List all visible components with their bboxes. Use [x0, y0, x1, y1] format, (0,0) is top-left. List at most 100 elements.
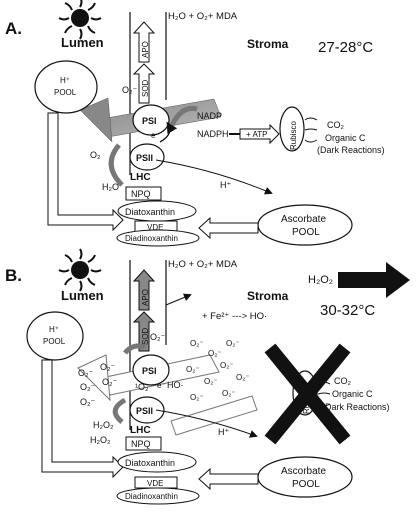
psi-ellipse	[132, 354, 170, 386]
proton-arrow	[155, 159, 273, 195]
superoxide-cluster: O₂⁻ O₂⁻ O₂⁻ O₂⁻ O₂⁻ O₂⁻ O₂⁻ O₂⁻ O₂⁻	[186, 339, 250, 402]
sod-label: SOD	[141, 327, 150, 345]
o2-minus-label: O₂⁻	[204, 377, 218, 386]
stroma-label: Stroma	[247, 37, 289, 51]
organic-c-label: Organic C	[325, 133, 366, 143]
npq-box	[125, 436, 162, 451]
nadp-arrow	[169, 105, 198, 127]
panel-b: B. Lumen H₂O + O₂+ MDA Stroma H₂O₂ 30-32…	[5, 248, 410, 505]
dark-reactions-label: (Dark Reactions)	[322, 402, 390, 412]
o2-minus-label: O₂⁻	[222, 389, 236, 398]
h-pool-label-1: H⁺	[49, 325, 59, 334]
light-beam-head	[77, 354, 111, 402]
organic-c-label: Organic C	[332, 389, 373, 399]
o2-minus-label: O₂⁻	[236, 373, 250, 382]
sod-arrow: SOD	[132, 311, 156, 352]
diadinoxanthin-label: Diadinoxanthin	[125, 234, 178, 243]
o2-minus-label: O₂⁻	[80, 397, 95, 407]
stroma-label: Stroma	[247, 289, 289, 303]
o2-minus-label: O₂⁻	[102, 377, 117, 387]
o2-minus-label: O₂⁻	[122, 85, 137, 95]
h-plus-label: H⁺	[218, 427, 229, 437]
apo-arrow: APO	[132, 21, 156, 63]
sod-label: SOD	[141, 79, 150, 97]
lhc-label: LHC	[130, 425, 151, 436]
diadinoxanthin-ellipse	[116, 487, 200, 505]
o2-label: O₂	[90, 150, 101, 160]
h2o2-big-arrow	[338, 262, 410, 298]
o2-minus-label: O₂⁻	[190, 393, 204, 402]
diadinoxanthin-label: Diadinoxanthin	[125, 492, 178, 501]
npq-label: NPQ	[131, 189, 151, 199]
o2-minus-label: O₂⁻	[226, 339, 240, 348]
light-beam-head	[79, 97, 113, 143]
ascorbate-arrow	[198, 216, 259, 240]
h2o2-label: H₂O₂	[308, 274, 333, 286]
rubisco-label: Rubisco	[289, 121, 298, 150]
panel-a: A. Lumen H₂O + O₂+ MDA Stroma 27-28°C AP…	[5, 0, 385, 247]
water-split-arrow	[108, 143, 124, 187]
temperature-label: 27-28°C	[318, 39, 373, 56]
h-pool-to-npq-arrow	[47, 112, 124, 232]
o2-minus-label: O₂⁻	[80, 382, 95, 392]
npq-box	[125, 186, 162, 201]
psii-label: PSII	[136, 153, 153, 163]
o2-minus-psi-label: O₂⁻	[150, 332, 165, 342]
h-plus-label: H⁺	[220, 180, 231, 190]
ascorbate-label-2: POOL	[292, 479, 320, 490]
o2-minus-label: O₂⁻	[220, 361, 234, 370]
carbon-arrow	[304, 117, 318, 143]
light-beam-lower	[170, 395, 258, 436]
h-pool-label-2: POOL	[43, 337, 66, 346]
apo-label: APO	[141, 41, 150, 58]
reaction-top-label: H₂O + O₂+ MDA	[168, 11, 238, 22]
npq-label: NPQ	[131, 439, 151, 449]
psi-hit-arrow	[123, 343, 146, 355]
temperature-label: 30-32°C	[320, 302, 375, 319]
psii-ellipse	[129, 143, 165, 171]
ros-arrow	[165, 293, 192, 306]
rubisco-ellipse	[279, 106, 305, 152]
atp-label: + ATP	[246, 130, 267, 139]
hydroxyl-label: HO·	[167, 380, 184, 390]
o2-minus-label: O₂⁻	[186, 365, 200, 374]
atp-arrow	[239, 123, 280, 145]
e-minus-label: e⁻	[157, 381, 166, 390]
h-pool-label-2: POOL	[54, 88, 77, 97]
o2-minus-label: O₂⁻	[208, 349, 222, 358]
diatoxanthin-ellipse	[117, 451, 197, 473]
co2-label: CO₂	[327, 120, 345, 130]
proton-arrow	[155, 409, 258, 438]
ascorbate-label-1: Ascorbate	[281, 466, 326, 477]
inhibition-x-icon	[264, 343, 351, 445]
ascorbate-label-2: POOL	[292, 227, 320, 238]
ascorbate-label-1: Ascorbate	[281, 214, 326, 225]
electron-transfer-arrow	[159, 121, 178, 143]
psi-ellipse	[132, 104, 170, 136]
diadinoxanthin-ellipse	[116, 229, 200, 247]
h2o2-lumen-label-1: H₂O₂	[93, 420, 114, 430]
psii-grey-arrow	[112, 397, 127, 424]
vde-label: VDE	[147, 479, 163, 488]
singlet-oxygen-label: ¹O₂	[135, 382, 149, 392]
diatoxanthin-label: Diatoxanthin	[125, 207, 175, 217]
apo-arrow: APO	[132, 269, 156, 311]
co2-label: CO₂	[334, 376, 352, 386]
fenton-label: + Fe²⁺ ---> HO·	[202, 311, 267, 322]
h-pool-label-1: H⁺	[60, 76, 70, 85]
lumen-label: Lumen	[61, 35, 104, 50]
ascorbate-arrow	[198, 467, 259, 491]
nadp-label: NADP	[197, 111, 222, 121]
o2-minus-label: O₂⁻	[190, 339, 204, 348]
panel-a-letter: A.	[5, 19, 22, 38]
sun-icon	[58, 248, 102, 292]
psi-label: PSI	[142, 116, 157, 126]
nadph-label: NADPH	[197, 129, 229, 139]
apo-label: APO	[141, 289, 150, 306]
h-pool-ellipse	[34, 60, 98, 114]
o2-minus-label: O₂⁻	[78, 368, 93, 378]
h-pool-ellipse	[26, 311, 84, 361]
o2-minus-label: O₂⁻	[100, 362, 115, 372]
sod-arrow: SOD	[132, 63, 156, 104]
